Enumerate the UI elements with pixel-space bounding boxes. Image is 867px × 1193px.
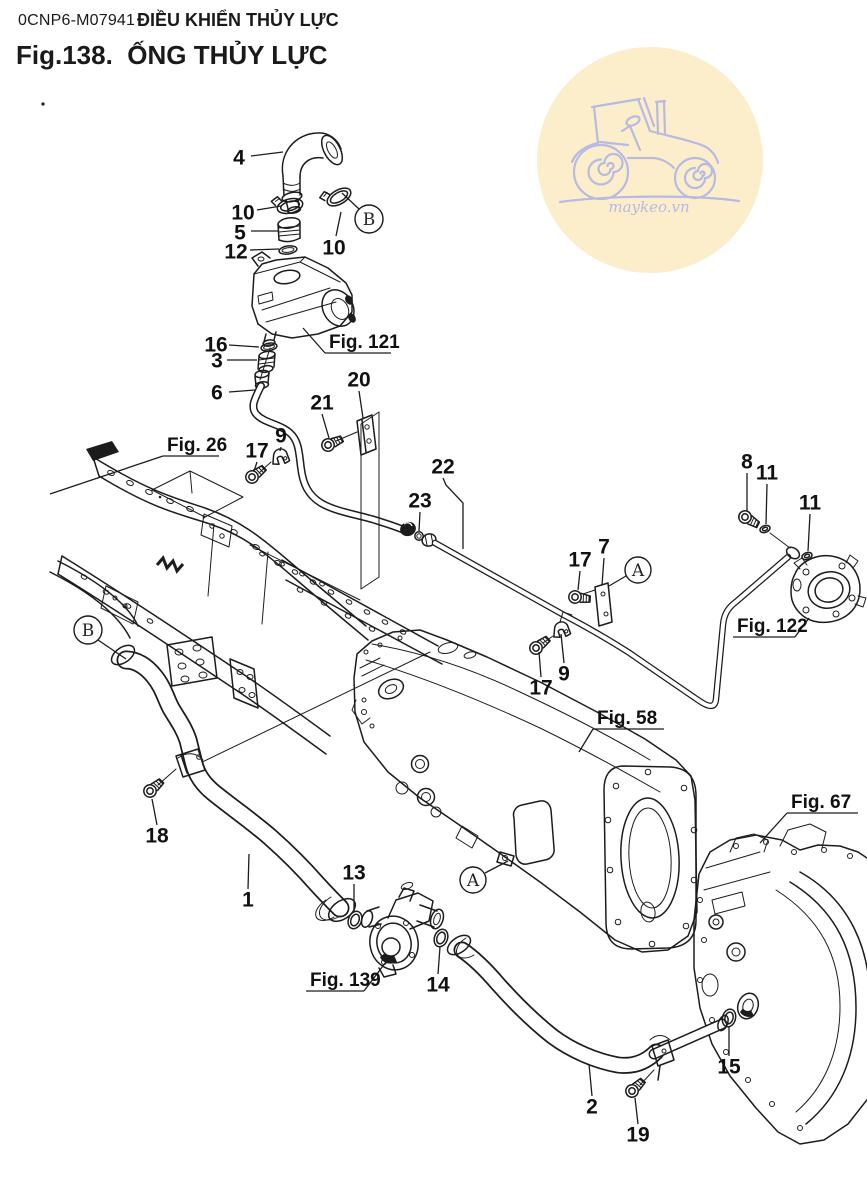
part-callout-6: 6 xyxy=(211,382,223,405)
part-callout-12: 12 xyxy=(224,241,247,264)
pipe-coupler-23 xyxy=(400,521,437,547)
section-title: ĐIỀU KHIỂN THỦY LỰC xyxy=(137,10,339,30)
part-callout-5: 5 xyxy=(234,222,246,245)
pipe-port xyxy=(736,992,760,1020)
detail-marker-letter-A-right: A xyxy=(631,561,645,581)
figure-ref-fig26: Fig. 26 xyxy=(167,435,227,456)
part-callout-10a: 10 xyxy=(231,202,254,225)
part-callout-11a: 11 xyxy=(756,462,779,485)
gearbox-fig67 xyxy=(693,823,867,1145)
return-hose-2 xyxy=(446,934,729,1065)
detail-marker-letter-B-top: B xyxy=(363,210,376,230)
steel-pipe-22 xyxy=(435,543,801,706)
detail-marker-A-bottom xyxy=(459,866,487,894)
figure-ref-fig121: Fig. 121 xyxy=(329,332,400,353)
pump-assembly-fig121 xyxy=(251,132,356,390)
bracket-7 xyxy=(594,582,613,627)
part-callout-13: 13 xyxy=(342,862,365,885)
hose-clamp-18 xyxy=(175,748,206,778)
return-hose-1 xyxy=(110,644,357,923)
figure-title: Fig.138. ỐNG THỦY LỰC xyxy=(16,40,328,70)
frame-fig26 xyxy=(49,441,443,755)
o-ring-12 xyxy=(278,245,298,255)
bolt-8 xyxy=(735,507,763,532)
document-code: 0CNP6-M07941 xyxy=(18,12,136,29)
part-callout-23: 23 xyxy=(408,490,431,513)
fitting-5 xyxy=(277,217,301,243)
part-callout-11b: 11 xyxy=(799,492,822,515)
detail-marker-B-top xyxy=(354,204,384,234)
part-callout-3: 3 xyxy=(211,350,223,373)
bolt-19 xyxy=(622,1075,649,1101)
detail-marker-letter-A-bottom: A xyxy=(466,871,480,891)
bolt-21 xyxy=(319,432,346,454)
figure-ref-fig122: Fig. 122 xyxy=(737,616,808,637)
detail-marker-letter-B-left: B xyxy=(82,621,95,641)
part-callout-21: 21 xyxy=(310,392,334,415)
part-callout-2: 2 xyxy=(586,1096,598,1119)
hub-fig122 xyxy=(790,554,867,624)
mounting-plane xyxy=(360,411,380,590)
part-callout-20: 20 xyxy=(347,369,370,392)
pipe-clamp-19 xyxy=(649,1035,675,1081)
watermark: maykeo.vn xyxy=(537,47,763,273)
part-callout-16: 16 xyxy=(204,334,227,357)
part-callout-10b: 10 xyxy=(322,237,345,260)
figure-ref-fig139: Fig. 139 xyxy=(310,970,381,991)
o-ring-14 xyxy=(431,926,451,950)
valve-fig139 xyxy=(360,882,445,978)
tractor-icon xyxy=(558,96,741,204)
watermark-site-text: maykeo.vn xyxy=(608,198,689,216)
washer-11a xyxy=(758,523,772,535)
hydraulic-pump-body xyxy=(251,251,356,347)
part-callout-15: 15 xyxy=(717,1056,741,1079)
part-callout-18: 18 xyxy=(145,825,169,848)
part-callout-4: 4 xyxy=(233,147,245,170)
part-callout-17a: 17 xyxy=(245,440,268,463)
part-callout-1: 1 xyxy=(242,889,254,912)
part-callout-9a: 9 xyxy=(275,425,287,448)
hose-clamp-10b xyxy=(317,179,355,213)
part-callout-8: 8 xyxy=(741,451,753,474)
part-callout-17b: 17 xyxy=(568,549,591,572)
detail-marker-A-right xyxy=(624,556,652,584)
figure-ref-fig58: Fig. 58 xyxy=(597,708,657,729)
part-callout-22: 22 xyxy=(431,456,454,479)
part-callout-9b: 9 xyxy=(558,663,570,686)
detail-marker-B-left xyxy=(73,615,103,645)
figure-ref-fig67: Fig. 67 xyxy=(791,792,851,813)
part-callout-17c: 17 xyxy=(529,677,552,700)
part-callout-19: 19 xyxy=(626,1124,649,1147)
bolt-18 xyxy=(140,775,167,801)
part-callout-14: 14 xyxy=(426,974,450,997)
bracket-20 xyxy=(356,414,377,456)
part-callout-7: 7 xyxy=(598,536,610,559)
stray-dot xyxy=(41,102,45,106)
watermark-circle xyxy=(537,47,763,273)
transmission-fig58 xyxy=(351,629,698,953)
fitting-3 xyxy=(257,350,276,374)
